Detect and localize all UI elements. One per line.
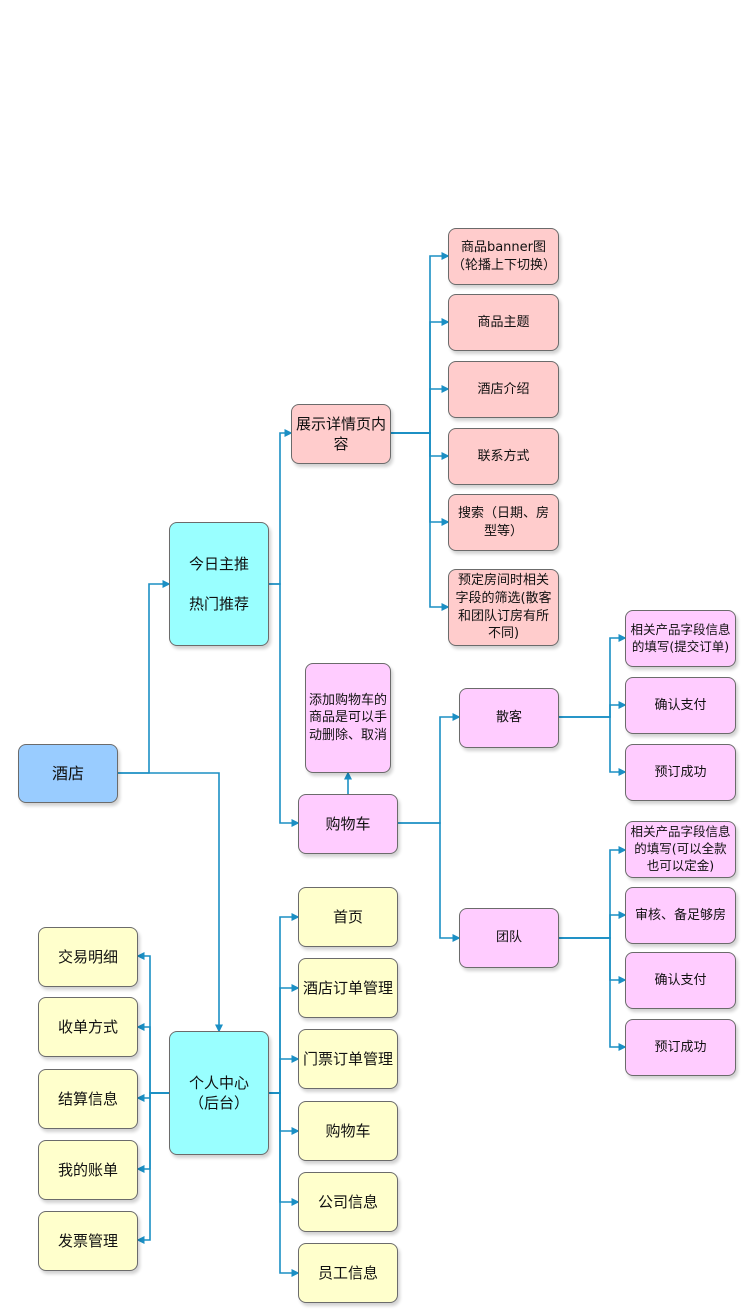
node-booking-filter: 预定房间时相关字段的筛选(散客和团队订房有所不同) <box>448 569 559 646</box>
edge-cart-individual <box>397 713 461 824</box>
node-cart: 购物车 <box>298 794 398 854</box>
node-transactions: 交易明细 <box>38 927 138 987</box>
node-product-theme: 商品主题 <box>448 294 559 351</box>
edge-today-detail <box>268 429 293 585</box>
node-group: 团队 <box>459 908 559 968</box>
edge-cart-group <box>397 822 461 942</box>
node-company-info: 公司信息 <box>298 1172 398 1232</box>
node-staff-info: 员工信息 <box>298 1243 398 1303</box>
node-ind-done: 预订成功 <box>625 744 736 801</box>
node-ticket-orders: 门票订单管理 <box>298 1029 398 1089</box>
node-individual: 散客 <box>459 688 559 748</box>
node-home: 首页 <box>298 887 398 947</box>
node-my-bills: 我的账单 <box>38 1140 138 1200</box>
node-search: 搜索（日期、房型等） <box>448 494 559 551</box>
edge-grp-pay <box>558 937 627 984</box>
edge-center-ticket-orders <box>268 1055 300 1094</box>
node-ind-pay: 确认支付 <box>625 677 736 734</box>
node-cart-note: 添加购物车的商品是可以手动删除、取消 <box>305 663 391 773</box>
node-contact: 联系方式 <box>448 428 559 485</box>
node-banner: 商品banner图（轮播上下切换） <box>448 228 559 285</box>
node-personal-center: 个人中心（后台） <box>169 1031 269 1155</box>
node-detail-page: 展示详情页内容 <box>291 404 391 464</box>
edge-detail-contact <box>390 432 450 460</box>
edge-center-staff <box>268 1092 300 1277</box>
node-today-hot: 今日主推 热门推荐 <box>169 522 269 646</box>
edge-detail-banner <box>390 252 450 434</box>
edge-grp-done <box>558 937 627 1051</box>
node-settlement: 结算信息 <box>38 1069 138 1129</box>
edge-ind-done <box>558 716 627 776</box>
node-grp-done: 预订成功 <box>625 1019 736 1076</box>
edge-center-invoice <box>136 1092 169 1244</box>
edge-center-cart <box>268 1092 300 1135</box>
edge-detail-search <box>390 432 450 526</box>
node-payment-methods: 收单方式 <box>38 997 138 1057</box>
node-grp-pay: 确认支付 <box>625 952 736 1009</box>
edge-center-payment <box>136 1023 169 1094</box>
node-ind-fill: 相关产品字段信息的填写(提交订单) <box>625 610 736 667</box>
node-hotel: 酒店 <box>18 744 118 803</box>
edge-hotel-today <box>118 580 171 774</box>
edge-center-company <box>268 1092 300 1206</box>
node-grp-fill: 相关产品字段信息的填写(可以全款也可以定金) <box>625 821 736 878</box>
edge-grp-fill <box>558 846 627 939</box>
node-grp-review: 审核、备足够房 <box>625 887 736 944</box>
edge-center-hotel-orders <box>268 984 300 1094</box>
node-hotel-intro: 酒店介绍 <box>448 361 559 418</box>
edge-hotel-center <box>118 772 223 1033</box>
node-hotel-orders: 酒店订单管理 <box>298 958 398 1018</box>
edge-detail-filter <box>390 432 450 611</box>
node-admin-cart: 购物车 <box>298 1101 398 1161</box>
edge-ind-pay <box>558 701 627 718</box>
edge-center-transactions <box>136 952 169 1094</box>
edge-grp-review <box>558 911 627 939</box>
edge-detail-theme <box>390 318 450 434</box>
edge-center-bills <box>136 1092 169 1173</box>
edge-detail-intro <box>390 385 450 434</box>
node-invoice: 发票管理 <box>38 1211 138 1271</box>
edge-today-cart <box>268 583 300 827</box>
edge-center-home <box>268 913 300 1094</box>
